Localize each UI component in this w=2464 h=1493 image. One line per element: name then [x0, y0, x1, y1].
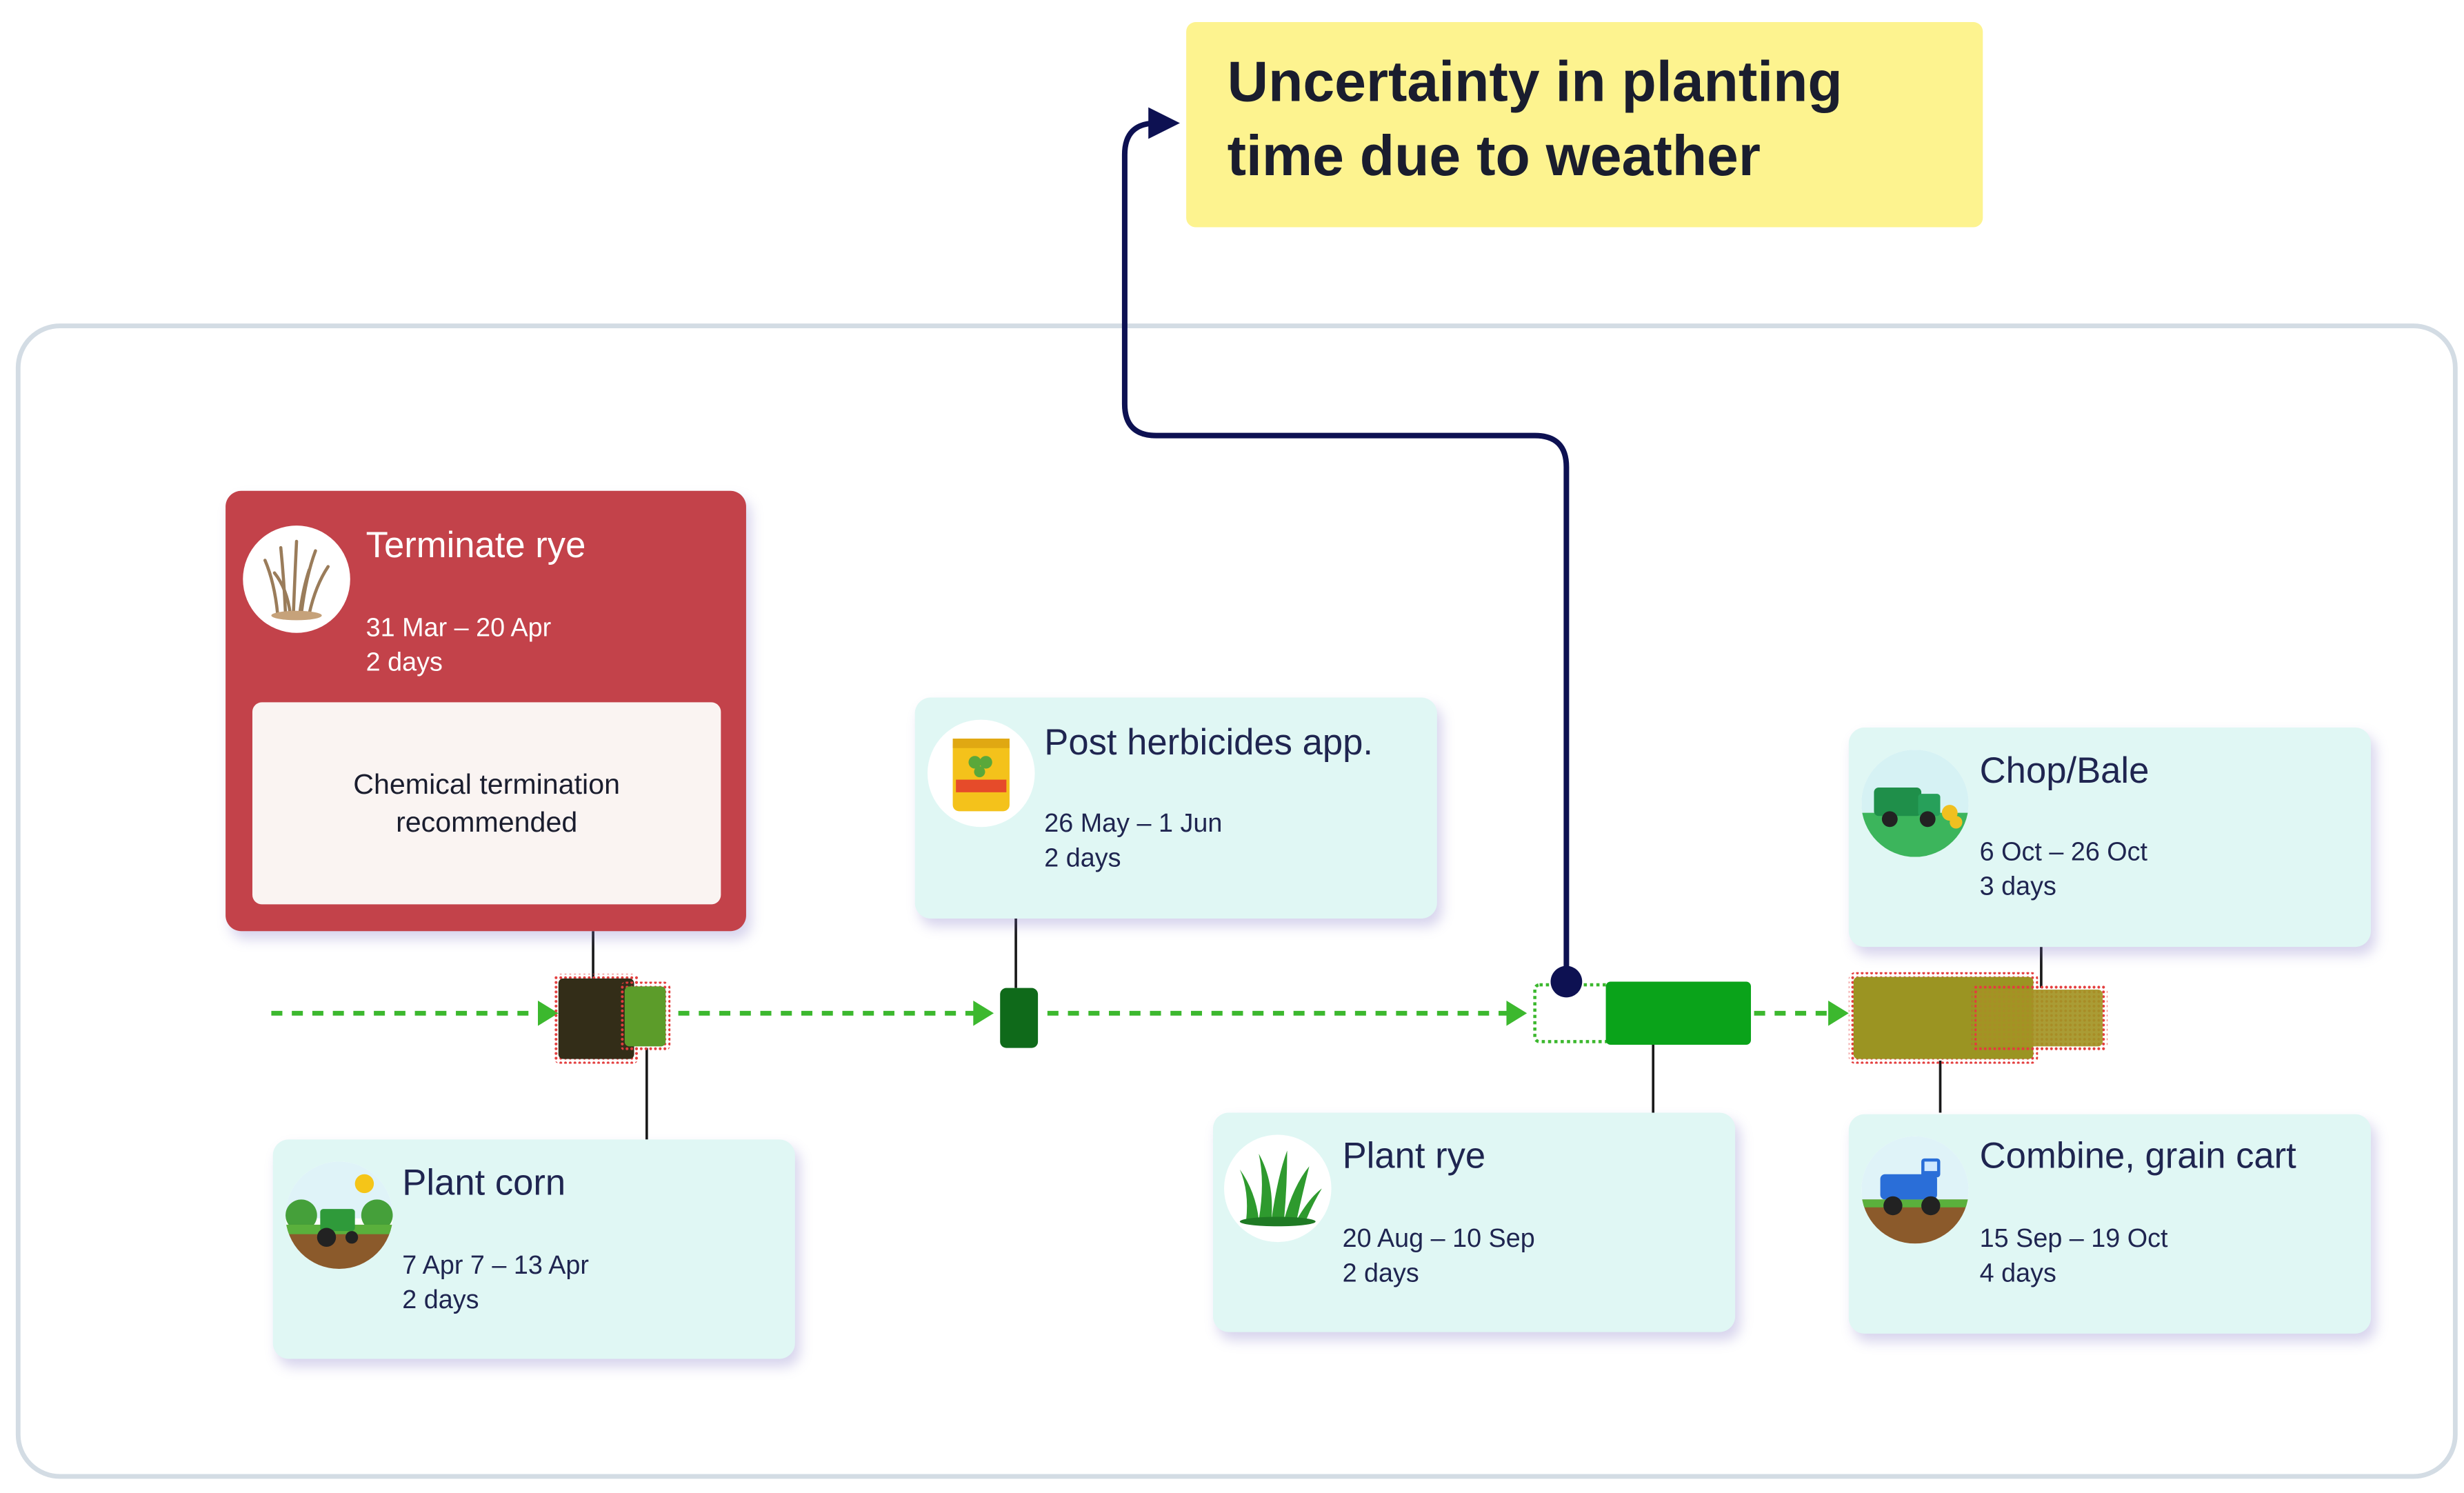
dry-rye-icon — [243, 525, 350, 633]
card-plant-corn[interactable]: Plant corn 7 Apr 7 – 13 Apr 2 days — [272, 1139, 795, 1359]
card-title: Chop/Bale — [1979, 750, 2150, 791]
card-dates: 26 May – 1 Jun — [1044, 810, 1223, 839]
card-duration: 3 days — [1979, 872, 2056, 901]
weather-uncertainty-note[interactable]: Uncertainty in planting time due to weat… — [1186, 22, 1983, 228]
card-duration: 4 days — [1979, 1259, 2056, 1288]
task-plant-corn-bar[interactable] — [619, 981, 671, 1052]
grass-icon — [1224, 1134, 1332, 1243]
tractor-field-icon — [286, 1161, 393, 1270]
card-duration: 2 days — [1044, 844, 1121, 873]
arrowhead — [538, 1000, 559, 1026]
card-dates: 31 Mar – 20 Apr — [365, 614, 552, 643]
card-terminate-rye[interactable]: Terminate rye 31 Mar – 20 Apr 2 days Che… — [226, 490, 746, 932]
recommendation-box: Chemical termination recommended — [252, 702, 721, 905]
baler-icon — [1861, 750, 1969, 857]
card-plant-rye[interactable]: Plant rye 20 Aug – 10 Sep 2 days — [1213, 1112, 1736, 1332]
card-title: Plant rye — [1342, 1134, 1486, 1176]
card-post-herbicides[interactable]: Post herbicides app. 26 May – 1 Jun 2 da… — [914, 697, 1437, 919]
card-title: Post herbicides app. — [1044, 721, 1373, 763]
card-title: Plant corn — [402, 1161, 566, 1203]
stem-lines — [592, 918, 2043, 1140]
card-title: Terminate rye — [365, 523, 586, 565]
card-dates: 7 Apr 7 – 13 Apr — [402, 1251, 589, 1281]
combine-truck-icon — [1861, 1136, 1969, 1244]
card-dates: 20 Aug – 10 Sep — [1342, 1224, 1535, 1254]
uncertainty-connector — [1121, 120, 1570, 982]
card-combine-grain-cart[interactable]: Combine, grain cart 15 Sep – 19 Oct 4 da… — [1848, 1114, 2371, 1334]
arrowhead — [973, 1000, 994, 1026]
arrowhead — [1828, 1000, 1849, 1026]
task-terminate-rye-bar[interactable] — [553, 974, 639, 1064]
card-dates: 15 Sep – 19 Oct — [1979, 1224, 2168, 1254]
task-herbicides-bar[interactable] — [1000, 988, 1039, 1048]
timeline-arrowheads — [538, 1000, 1849, 1026]
connector-anchor-dot — [1550, 965, 1583, 998]
card-chop-bale[interactable]: Chop/Bale 6 Oct – 26 Oct 3 days — [1848, 728, 2371, 948]
card-title: Combine, grain cart — [1979, 1134, 2296, 1176]
card-duration: 2 days — [1342, 1259, 1419, 1288]
arrowhead — [1506, 1000, 1528, 1026]
task-chop-bale-bar[interactable] — [1972, 985, 2107, 1052]
connector-arrowhead — [1148, 107, 1180, 139]
herbicide-bag-icon — [927, 719, 1035, 828]
card-dates: 6 Oct – 26 Oct — [1979, 838, 2148, 867]
card-duration: 2 days — [402, 1286, 479, 1315]
task-plant-rye-bar[interactable] — [1533, 981, 1752, 1045]
card-duration: 2 days — [365, 648, 443, 677]
